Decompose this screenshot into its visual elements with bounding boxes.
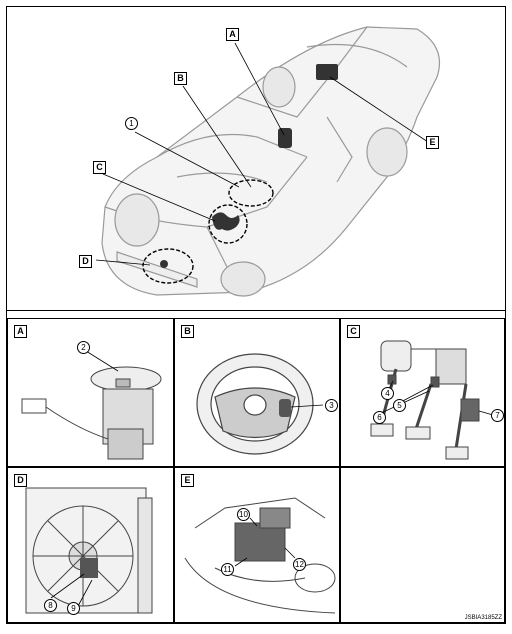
callout-12: 12 (293, 558, 306, 571)
callout-10: 10 (237, 508, 250, 521)
callout-6: 6 (373, 411, 386, 424)
label-B: B (174, 72, 187, 85)
label-C: C (93, 161, 106, 174)
callout-2: 2 (77, 341, 90, 354)
panel-C: C 4 5 (340, 318, 505, 467)
panel-B: B 3 (174, 318, 340, 467)
empty-panel: JSBIA3185ZZ (340, 467, 505, 623)
panel-D: D 8 9 (7, 467, 174, 623)
label-A: A (226, 28, 239, 41)
vehicle-overview-panel: A B 1 C D E (7, 7, 505, 311)
vehicle-overview-illustration (95, 26, 441, 297)
radiator-fan-illustration (25, 487, 153, 614)
callout-1: 1 (125, 117, 138, 130)
label-E: E (426, 136, 439, 149)
fuel-pump-illustration (21, 350, 162, 460)
callout-3: 3 (325, 399, 338, 412)
callout-5: 5 (393, 399, 406, 412)
callout-11: 11 (221, 563, 234, 576)
panel-A: A 2 (7, 318, 174, 467)
callout-4: 4 (381, 387, 394, 400)
panel-E-tag: E (181, 474, 194, 487)
component-location-sheet: A B 1 C D E A 2 B (6, 6, 506, 624)
callout-8: 8 (44, 599, 57, 612)
control-module-illustration (184, 497, 336, 614)
callout-7: 7 (491, 409, 504, 422)
panel-D-tag: D (14, 474, 27, 487)
panel-B-tag: B (181, 325, 194, 338)
figure-code: JSBIA3185ZZ (464, 615, 502, 621)
label-D: D (79, 255, 92, 268)
steering-wheel-illustration (196, 353, 324, 455)
callout-9: 9 (67, 602, 80, 615)
panel-C-tag: C (347, 325, 360, 338)
panel-A-tag: A (14, 325, 27, 338)
pedal-assembly-illustration (370, 340, 494, 460)
panel-E: E 10 11 12 (174, 467, 340, 623)
